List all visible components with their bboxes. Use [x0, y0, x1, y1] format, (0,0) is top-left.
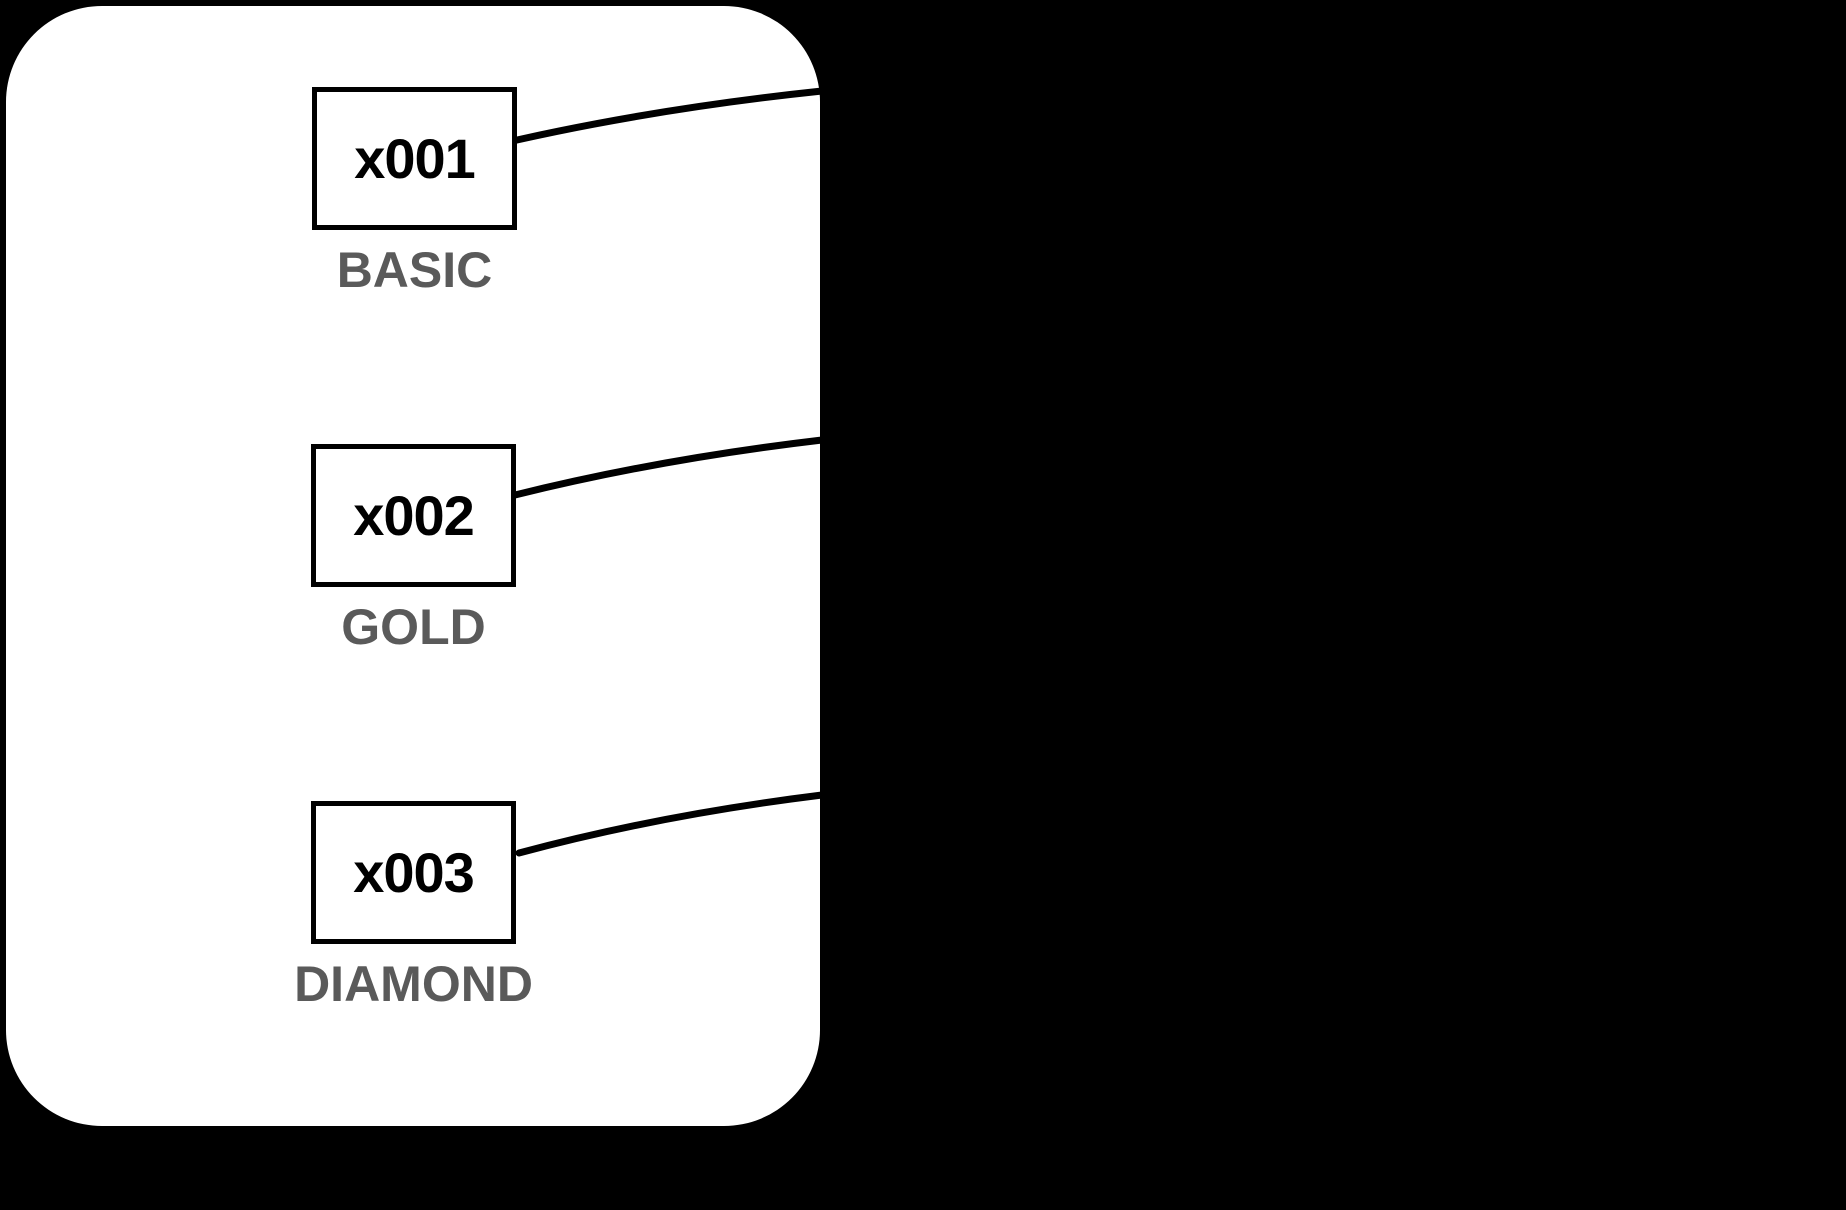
node-code-x001: x001: [354, 126, 476, 190]
node-x001[interactable]: x001: [312, 87, 517, 230]
node-code-x003: x003: [353, 840, 475, 904]
node-code-x002: x002: [353, 483, 475, 547]
node-x002[interactable]: x002: [311, 444, 516, 587]
tier-label-diamond: DIAMOND: [294, 956, 533, 1012]
tier-label-basic: BASIC: [336, 242, 493, 298]
tier-label-gold: GOLD: [341, 599, 486, 655]
node-x003[interactable]: x003: [311, 801, 516, 944]
